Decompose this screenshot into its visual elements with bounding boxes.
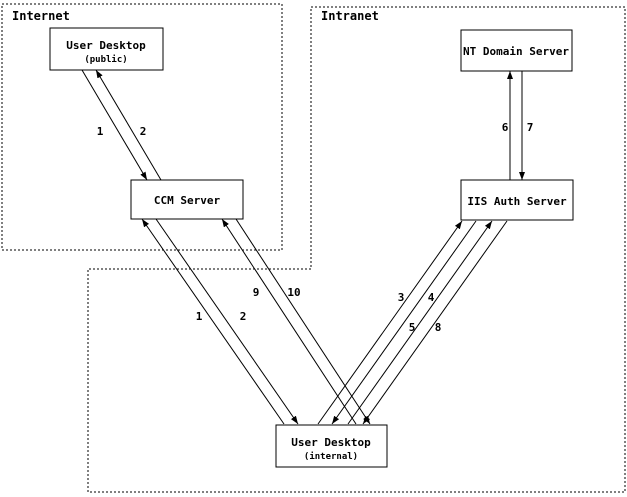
edge-label-3: 3 <box>398 291 405 304</box>
edge-label-2-public: 2 <box>140 125 147 138</box>
node-user-desktop-public <box>49 27 164 71</box>
edge-8-iis-to-internal-desktop <box>362 220 508 425</box>
node-user-desktop-internal-subtitle: (internal) <box>304 451 358 462</box>
intranet-zone-border <box>87 6 626 493</box>
node-nt-domain-server-title: NT Domain Server <box>463 45 569 58</box>
node-user-desktop-internal-title: User Desktop <box>291 436 371 449</box>
node-ccm-server-title: CCM Server <box>154 194 221 207</box>
edge-label-7: 7 <box>527 121 534 134</box>
edge-4-iis-to-internal-desktop <box>331 220 477 425</box>
edge-label-6: 6 <box>502 121 509 134</box>
node-user-desktop-public-title: User Desktop <box>66 39 146 52</box>
edge-label-8: 8 <box>435 321 442 334</box>
edge-2-ccm-to-public-desktop <box>95 69 162 181</box>
edge-3-internal-desktop-to-iis <box>317 220 463 425</box>
edge-label-10: 10 <box>287 286 300 299</box>
edge-5-internal-desktop-to-iis <box>347 220 493 425</box>
node-ccm-server <box>130 179 244 220</box>
node-iis-auth-server <box>460 179 574 221</box>
edge-1-public-desktop-to-ccm <box>81 69 148 181</box>
node-user-desktop-public-subtitle: (public) <box>84 54 127 65</box>
edge-1-internal-desktop-to-ccm <box>141 218 285 425</box>
internet-zone-label: Internet <box>12 9 70 23</box>
node-nt-domain-server <box>460 29 573 72</box>
intranet-zone-label: Intranet <box>321 9 379 23</box>
internet-zone-border <box>1 3 283 251</box>
node-iis-auth-server-title: IIS Auth Server <box>467 195 567 208</box>
edge-10-ccm-to-internal-desktop <box>235 218 371 425</box>
node-user-desktop-internal <box>275 424 388 468</box>
edge-label-5: 5 <box>409 321 416 334</box>
edge-label-2-internal: 2 <box>240 310 247 323</box>
edge-9-internal-desktop-to-ccm <box>221 218 357 425</box>
edge-label-1-internal: 1 <box>196 310 203 323</box>
edge-2-ccm-to-internal-desktop <box>155 218 299 425</box>
edge-label-4: 4 <box>428 291 435 304</box>
edge-label-9: 9 <box>253 286 260 299</box>
edge-label-1-public: 1 <box>97 125 104 138</box>
